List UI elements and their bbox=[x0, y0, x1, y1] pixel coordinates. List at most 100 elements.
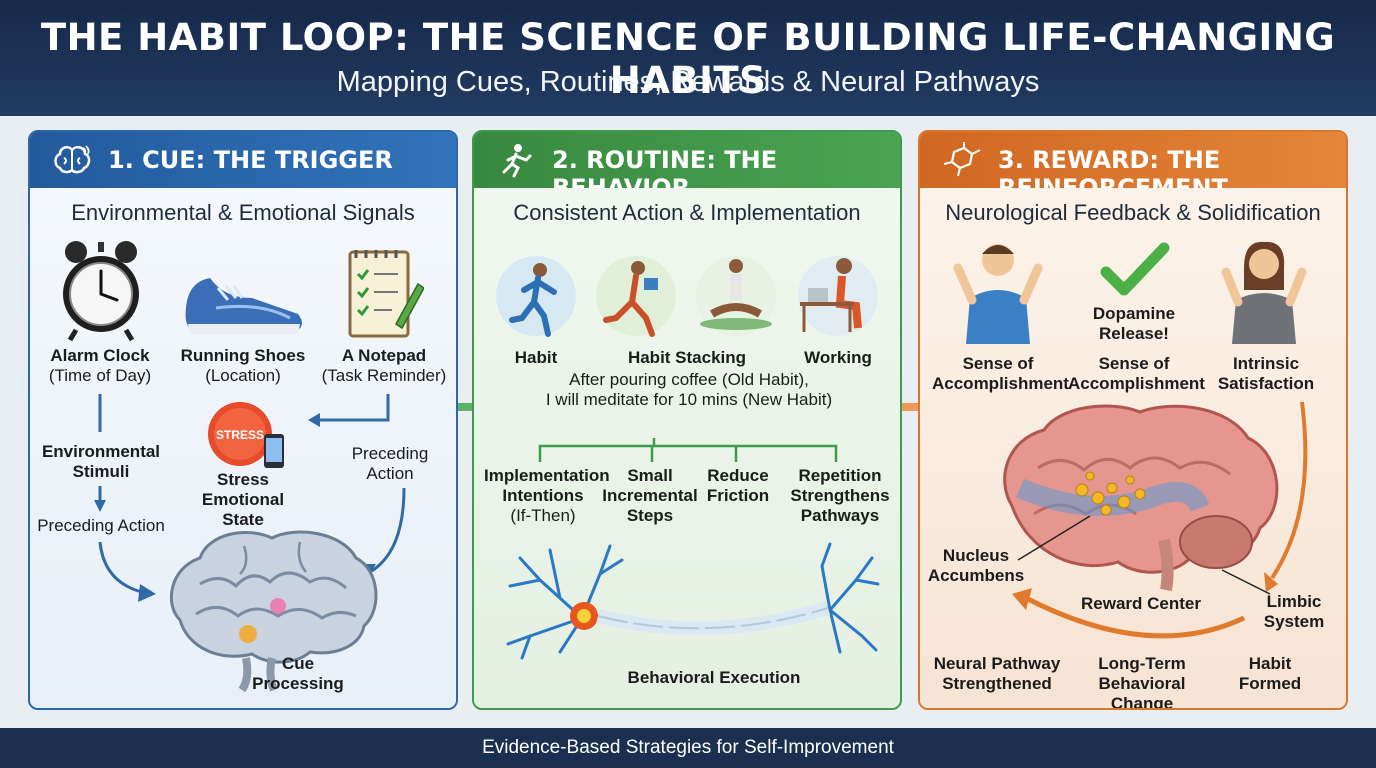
env-line1: Environmental bbox=[41, 442, 161, 461]
cue-header-bar: 1. CUE: THE TRIGGER bbox=[30, 132, 456, 188]
runner-icon bbox=[502, 144, 532, 178]
longterm-line1: Long-Term bbox=[1098, 654, 1186, 673]
neural-line1: Neural Pathway bbox=[933, 654, 1061, 673]
alarm-clock-label: Alarm Clock (Time of Day) bbox=[44, 346, 156, 386]
dopamine-line1: Dopamine bbox=[1092, 304, 1176, 323]
molecule-icon bbox=[943, 142, 981, 177]
formed-line2: Formed bbox=[1238, 674, 1302, 693]
reward-brain-illustration bbox=[1003, 404, 1279, 592]
stress-label: Stress Emotional State bbox=[180, 470, 306, 530]
longterm-line2: Behavioral Change bbox=[1098, 674, 1186, 710]
brain-icon bbox=[54, 145, 91, 174]
habit-stacking-example: After pouring coffee (Old Habit), I will… bbox=[524, 370, 854, 410]
implementation-line3: (If-Then) bbox=[510, 506, 576, 525]
habit-label: Habit bbox=[514, 348, 558, 367]
repetition-line2: Strengthens bbox=[790, 486, 890, 505]
limbic-line1: Limbic bbox=[1266, 592, 1322, 611]
repetition-line1: Repetition bbox=[798, 466, 882, 485]
page-title: THE HABIT LOOP: THE SCIENCE OF BUILDING … bbox=[40, 16, 1336, 102]
stacking-line1: After pouring coffee (Old Habit), bbox=[569, 370, 809, 389]
cue-processing-label: Cue Processing bbox=[240, 654, 356, 694]
stress-badge: STRESS bbox=[216, 428, 264, 442]
notepad-label: A Notepad (Task Reminder) bbox=[320, 346, 448, 386]
strategy-bracket bbox=[538, 438, 838, 462]
acc1-line2: Accomplishment bbox=[932, 374, 1069, 393]
celebrating-woman-illustration bbox=[1221, 241, 1307, 344]
preceding-right-line2: Action bbox=[366, 464, 414, 483]
cue-title: 1. CUE: THE TRIGGER bbox=[108, 146, 393, 174]
limbic-system-label: Limbic System bbox=[1256, 592, 1332, 632]
dopamine-line2: Release! bbox=[1099, 324, 1169, 343]
alarm-clock-detail: (Time of Day) bbox=[48, 366, 152, 385]
strategy-implementation: Implementation Intentions (If-Then) bbox=[484, 466, 610, 526]
routine-header-bar: 2. ROUTINE: THE BEHAVIOR bbox=[474, 132, 900, 202]
accomplishment-label-1: Sense of Accomplishment bbox=[932, 354, 1069, 394]
alarm-clock-name: Alarm Clock bbox=[50, 346, 150, 365]
preceding-right-line1: Preceding bbox=[351, 444, 429, 463]
runner-person-illustration bbox=[496, 256, 576, 337]
running-shoes-label: Running Shoes (Location) bbox=[178, 346, 308, 386]
habit-stacking-label: Habit Stacking bbox=[627, 348, 747, 367]
reward-panel: 3. REWARD: THE REINFORCEMENT Neurologica… bbox=[918, 130, 1348, 710]
preceding-action-left-label: Preceding Action bbox=[37, 516, 165, 535]
stress-button-icon: STRESS bbox=[208, 402, 284, 468]
cue-processing-line2: Processing bbox=[252, 674, 344, 693]
intrinsic-line1: Intrinsic bbox=[1232, 354, 1300, 373]
reduce-friction-line2: Friction bbox=[706, 486, 770, 505]
neural-pathway-label: Neural Pathway Strengthened bbox=[930, 654, 1064, 694]
preceding-action-right-label: Preceding Action bbox=[340, 444, 440, 484]
acc2-line2: Accomplishment bbox=[1068, 374, 1205, 393]
stacking-line2: I will meditate for 10 mins (New Habit) bbox=[545, 390, 833, 409]
acc2-line1: Sense of bbox=[1098, 354, 1170, 373]
celebrating-man-illustration bbox=[953, 244, 1043, 344]
neuron-illustration bbox=[506, 542, 880, 660]
routine-people-illustrations bbox=[496, 256, 878, 337]
working-label: Working bbox=[804, 348, 872, 367]
cue-panel: 1. CUE: THE TRIGGER Environmental & Emot… bbox=[28, 130, 458, 710]
dopamine-label: Dopamine Release! bbox=[1068, 304, 1200, 344]
phone-icon bbox=[264, 434, 284, 468]
implementation-line1: Implementation bbox=[484, 466, 610, 485]
acc1-line1: Sense of bbox=[962, 354, 1034, 373]
long-term-change-label: Long-Term Behavioral Change bbox=[1066, 654, 1218, 710]
page-subtitle: Mapping Cues, Routines, Rewards & Neural… bbox=[336, 66, 1040, 98]
running-shoes-name: Running Shoes bbox=[180, 346, 306, 365]
routine-subtitle: Consistent Action & Implementation bbox=[513, 200, 861, 225]
strategy-repetition: Repetition Strengthens Pathways bbox=[784, 466, 896, 526]
cue-processing-line1: Cue bbox=[281, 654, 315, 673]
cue-subtitle: Environmental & Emotional Signals bbox=[71, 200, 415, 225]
reduce-friction-line1: Reduce bbox=[707, 466, 769, 485]
reward-subtitle: Neurological Feedback & Solidification bbox=[945, 200, 1321, 225]
limbic-line2: System bbox=[1263, 612, 1325, 631]
desk-worker-illustration bbox=[798, 256, 878, 336]
implementation-line2: Intentions bbox=[502, 486, 584, 505]
behavioral-execution-label: Behavioral Execution bbox=[627, 668, 801, 687]
intrinsic-line2: Satisfaction bbox=[1217, 374, 1315, 393]
stress-line2: Emotional State bbox=[201, 490, 285, 529]
nucleus-line1: Nucleus bbox=[942, 546, 1010, 565]
repetition-line3: Pathways bbox=[800, 506, 880, 525]
strategy-small-steps: Small Incremental Steps bbox=[602, 466, 698, 526]
running-shoe-icon bbox=[185, 278, 302, 334]
environmental-stimuli-label: Environmental Stimuli bbox=[38, 442, 164, 482]
reader-runner-illustration bbox=[596, 256, 676, 337]
env-line2: Stimuli bbox=[72, 462, 130, 481]
reward-loop-arrows bbox=[1012, 401, 1308, 639]
habit-formed-label: Habit Formed bbox=[1232, 654, 1308, 694]
neural-line2: Strengthened bbox=[942, 674, 1052, 693]
footer-bar: Evidence-Based Strategies for Self-Impro… bbox=[0, 728, 1376, 768]
meditation-illustration bbox=[696, 256, 776, 336]
alarm-clock-icon bbox=[63, 241, 139, 342]
small-steps-line2: Incremental bbox=[602, 486, 698, 505]
small-steps-line1: Small bbox=[627, 466, 673, 485]
notepad-name: A Notepad bbox=[341, 346, 427, 365]
notepad-detail: (Task Reminder) bbox=[321, 366, 447, 385]
intrinsic-satisfaction-label: Intrinsic Satisfaction bbox=[1206, 354, 1326, 394]
nucleus-accumbens-label: Nucleus Accumbens bbox=[926, 546, 1026, 586]
reward-center-label: Reward Center bbox=[1081, 594, 1201, 613]
notepad-icon bbox=[348, 250, 424, 338]
stress-line1: Stress bbox=[217, 470, 269, 489]
nucleus-line2: Accumbens bbox=[927, 566, 1025, 585]
brain-illustration bbox=[169, 530, 378, 692]
formed-line1: Habit bbox=[1248, 654, 1292, 673]
